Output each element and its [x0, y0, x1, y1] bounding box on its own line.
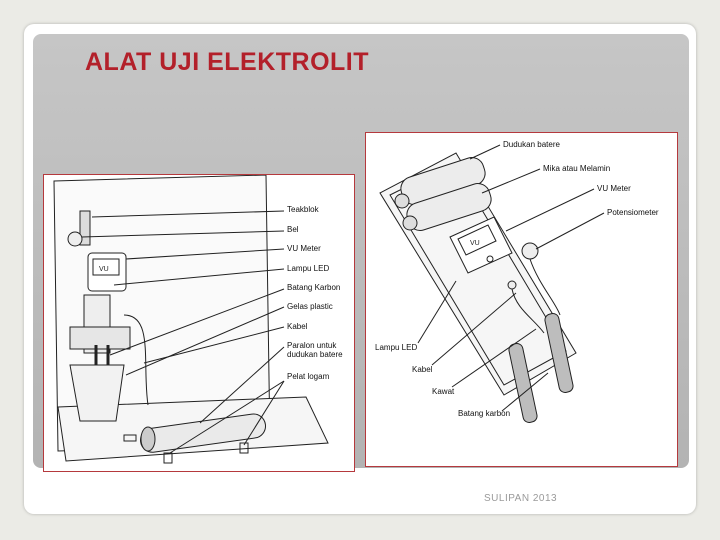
- left-label-paralon-line2: dudukan batere: [287, 350, 343, 359]
- left-label-paralon-line1: Paralon untuk: [287, 341, 337, 350]
- right-label-mika: Mika atau Melamin: [543, 164, 611, 173]
- right-label-kabel: Kabel: [412, 365, 433, 374]
- right-label-kawat: Kawat: [432, 387, 455, 396]
- right-apparatus-drawing: VU: [379, 144, 605, 423]
- left-label-kabel: Kabel: [287, 322, 308, 331]
- right-label-potensiometer: Potensiometer: [607, 208, 659, 217]
- left-meter-text: VU: [99, 266, 109, 273]
- slide-footer: SULIPAN 2013: [484, 493, 558, 504]
- left-label-gelas-plastic: Gelas plastic: [287, 302, 333, 311]
- slide-title: ALAT UJI ELEKTROLIT: [85, 48, 370, 76]
- left-apparatus-figure: VU Teakblok Bel VU Meter Lampu LED Batan…: [43, 174, 355, 472]
- right-label-dudukan-batere: Dudukan batere: [503, 140, 560, 149]
- right-label-lampu-led: Lampu LED: [375, 343, 418, 352]
- right-apparatus-figure: VU Dudukan batere Mika atau Melamin VU M…: [365, 132, 678, 467]
- left-label-teakblok: Teakblok: [287, 205, 319, 214]
- left-apparatus-drawing: VU: [53, 175, 329, 464]
- right-meter-text: VU: [470, 240, 480, 247]
- left-label-batang-karbon: Batang Karbon: [287, 283, 341, 292]
- left-label-lampu-led: Lampu LED: [287, 264, 330, 273]
- left-label-vu-meter: VU Meter: [287, 244, 321, 253]
- left-label-bel: Bel: [287, 225, 299, 234]
- right-label-vu-meter: VU Meter: [597, 184, 631, 193]
- right-label-batang-karbon: Batang karbon: [458, 409, 511, 418]
- left-label-pelat-logam: Pelat logam: [287, 372, 330, 381]
